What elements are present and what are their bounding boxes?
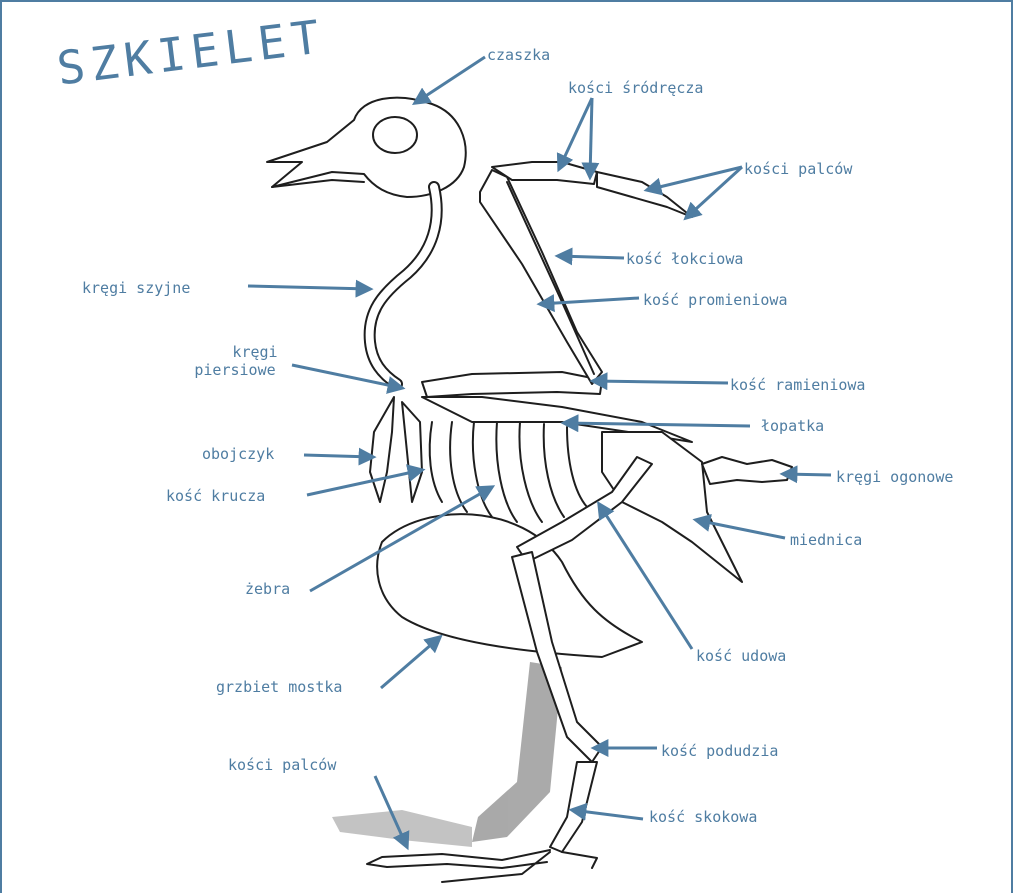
- label-kosc-podudzia: kość podudzia: [661, 742, 778, 760]
- label-grzbiet-mostka: grzbiet mostka: [216, 678, 342, 696]
- leader-obojczyk: [304, 455, 373, 457]
- leader-ramieniowa: [593, 381, 728, 383]
- label-kosci-palcow-nogi: kości palców: [228, 756, 336, 774]
- neck-spine: [370, 187, 437, 384]
- leader-lokciowa: [558, 256, 624, 258]
- label-kregi-piersiowe-line2: piersiowe: [184, 361, 286, 379]
- label-kosc-lokciowa: kość łokciowa: [626, 250, 743, 268]
- leader-krucza: [307, 470, 422, 495]
- label-kosc-skokowa: kość skokowa: [649, 808, 757, 826]
- sternum-keel: [377, 514, 642, 657]
- tail-vertebrae: [702, 457, 792, 484]
- femur: [517, 457, 652, 562]
- label-kosc-udowa: kość udowa: [696, 647, 786, 665]
- label-lopatka: łopatka: [761, 417, 824, 435]
- label-kosci-srodrecza: kości śródręcza: [568, 79, 703, 97]
- label-czaszka: czaszka: [487, 46, 550, 64]
- label-obojczyk: obojczyk: [202, 445, 274, 463]
- wing-digits: [597, 172, 692, 217]
- leader-czaszka: [415, 57, 485, 103]
- toes: [367, 850, 597, 882]
- leader-ogonowe: [783, 474, 831, 475]
- label-kregi-szyjne: kręgi szyjne: [82, 279, 190, 297]
- leader-srodrecza-2: [590, 98, 592, 177]
- label-kregi-piersiowe: kręgi piersiowe: [224, 343, 286, 379]
- label-kosci-palcow-skrzydla: kości palców: [744, 160, 852, 178]
- pelvis: [602, 432, 742, 582]
- label-zebra: żebra: [245, 580, 290, 598]
- tarsometatarsus: [550, 762, 597, 852]
- label-kregi-ogonowe: kręgi ogonowe: [836, 468, 953, 486]
- ribs: [430, 422, 587, 522]
- leader-szyjne: [248, 286, 370, 289]
- leader-srodrecza-1: [559, 98, 592, 169]
- label-kosc-ramieniowa: kość ramieniowa: [730, 376, 865, 394]
- humerus: [422, 372, 602, 397]
- clavicle: [370, 397, 394, 502]
- leader-mostka: [381, 637, 440, 688]
- label-kosc-promieniowa: kość promieniowa: [643, 291, 788, 309]
- leg-shadow: [332, 662, 562, 847]
- label-miednica: miednica: [790, 531, 862, 549]
- coracoid: [402, 402, 422, 502]
- label-kregi-piersiowe-line1: kręgi: [224, 343, 286, 361]
- label-kosc-krucza: kość krucza: [166, 487, 265, 505]
